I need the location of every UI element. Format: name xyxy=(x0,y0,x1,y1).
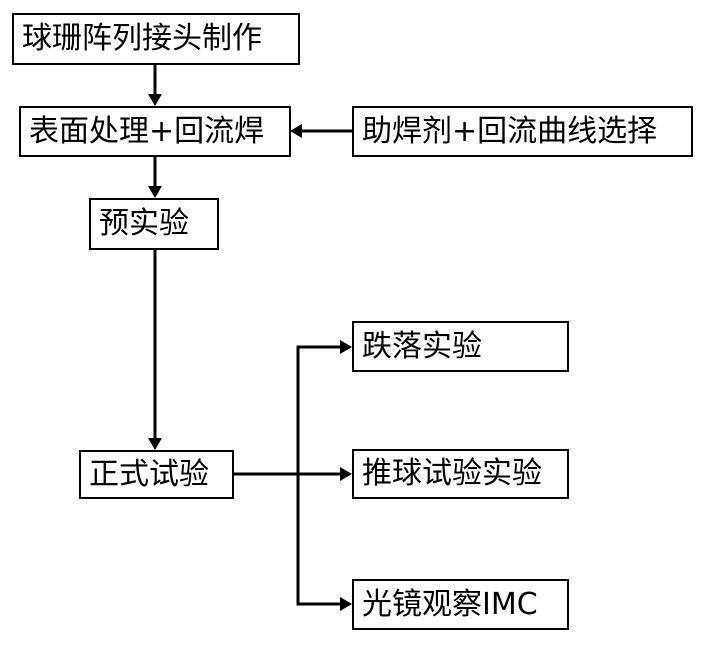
node-drop-test: 跌落实验 xyxy=(352,321,569,372)
node-ball-shear-test: 推球试验实验 xyxy=(352,449,569,499)
node-label: 光镜观察IMC xyxy=(362,586,538,622)
node-label: 球珊阵列接头制作 xyxy=(22,21,262,56)
arrowhead-fabrication-to-reflow xyxy=(148,94,162,106)
node-surface-reflow: 表面处理+回流焊 xyxy=(19,106,291,157)
node-formal-test: 正式试验 xyxy=(79,450,234,499)
branch-trunk xyxy=(296,345,340,606)
node-label: 预实验 xyxy=(99,206,189,241)
arrowhead-flux-to-reflow xyxy=(290,124,302,138)
arrowhead-to-drop xyxy=(340,340,352,354)
arrowhead-preexp-to-formal xyxy=(148,438,162,450)
node-bga-fabrication: 球珊阵列接头制作 xyxy=(12,13,300,65)
node-label: 正式试验 xyxy=(89,456,209,492)
arrowhead-to-optical xyxy=(340,597,352,611)
node-label: 推球试验实验 xyxy=(362,456,542,491)
node-label: 助焊剂+回流曲线选择 xyxy=(362,113,658,149)
arrowhead-reflow-to-preexp xyxy=(148,186,162,198)
node-flux-profile: 助焊剂+回流曲线选择 xyxy=(352,106,693,157)
node-optical-imc: 光镜观察IMC xyxy=(352,579,569,630)
arrowhead-to-ball-shear xyxy=(340,467,352,481)
node-pre-experiment: 预实验 xyxy=(89,198,219,250)
node-label: 跌落实验 xyxy=(362,328,482,364)
node-label: 表面处理+回流焊 xyxy=(29,113,265,149)
